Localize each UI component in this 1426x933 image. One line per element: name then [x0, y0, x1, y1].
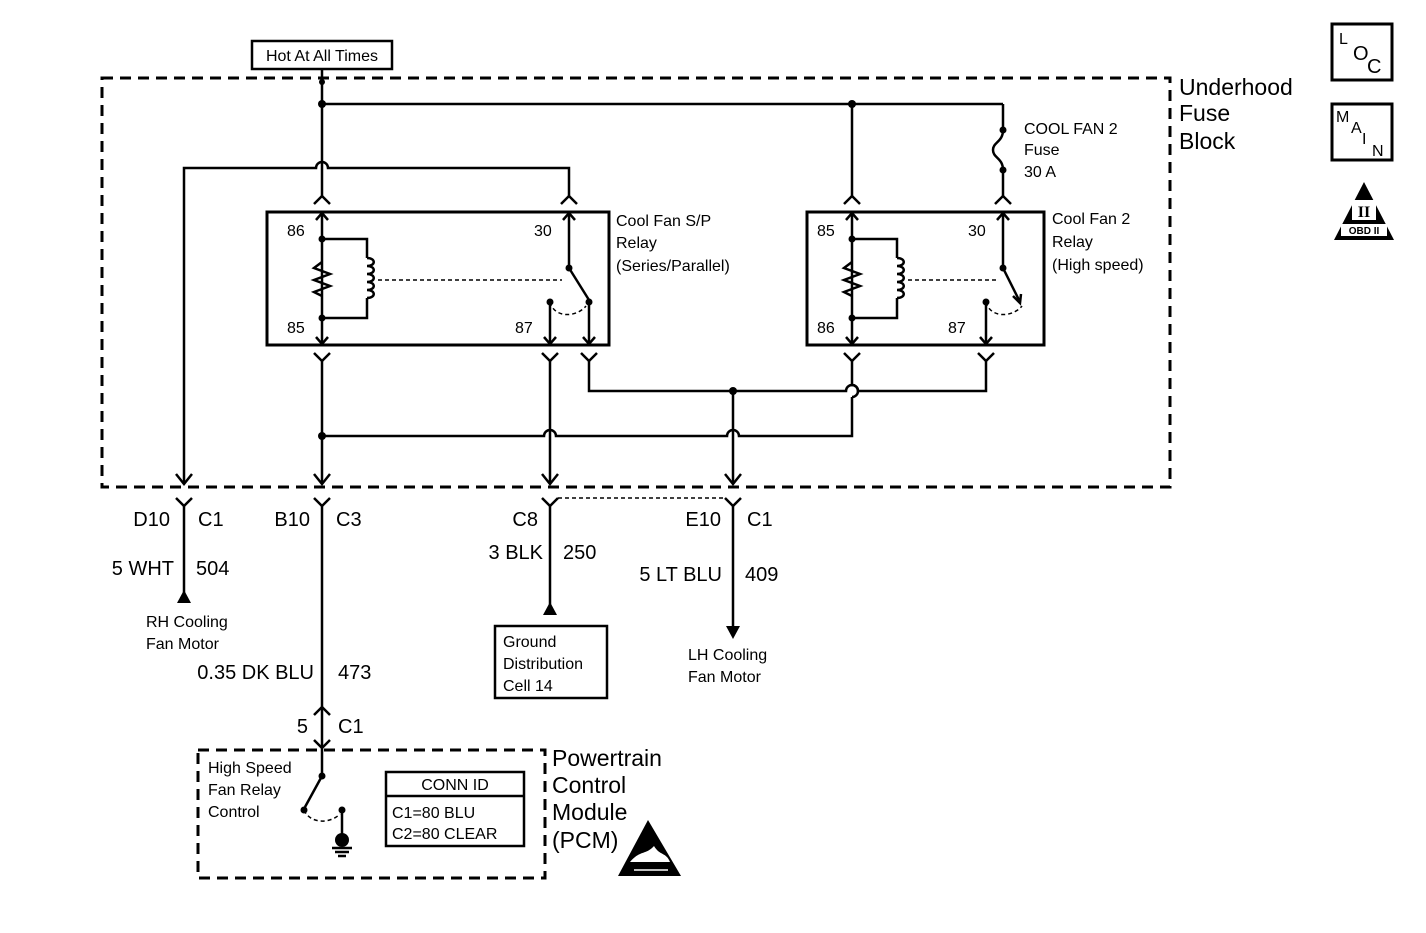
- loc-badge-icon: L O C: [1330, 22, 1394, 82]
- svg-text:OBD II: OBD II: [1349, 226, 1380, 237]
- svg-text:C1: C1: [747, 509, 773, 531]
- relay-2: 85 30 86 87 Cool Fan 2 Relay (High speed…: [805, 210, 1144, 347]
- cool-fan-2-fuse: COOL FAN 2 Fuse 30 A: [991, 121, 1118, 181]
- svg-text:30: 30: [534, 223, 552, 240]
- svg-text:85: 85: [817, 223, 835, 240]
- pcm-switch: High Speed Fan Relay Control: [208, 748, 352, 858]
- svg-text:C1: C1: [198, 509, 224, 531]
- svg-text:L: L: [1339, 31, 1348, 48]
- svg-text:Relay: Relay: [616, 235, 657, 252]
- connector-b10: B10 C3 0.35 DK BLU 473: [197, 497, 371, 707]
- svg-text:409: 409: [745, 564, 778, 586]
- svg-text:0.35 DK BLU: 0.35 DK BLU: [197, 662, 314, 684]
- svg-text:5: 5: [297, 716, 308, 738]
- svg-text:Ground: Ground: [503, 634, 556, 651]
- svg-text:C2=80 CLEAR: C2=80 CLEAR: [392, 826, 497, 843]
- svg-text:C8: C8: [512, 509, 538, 531]
- svg-text:Relay: Relay: [1052, 234, 1093, 251]
- svg-text:COOL FAN 2: COOL FAN 2: [1024, 121, 1118, 138]
- fuse-block-label: Underhood Fuse Block: [1179, 74, 1293, 154]
- svg-text:86: 86: [287, 223, 305, 240]
- svg-text:250: 250: [563, 542, 596, 564]
- rh-cooling-fan-motor: RH Cooling Fan Motor: [146, 614, 228, 653]
- supply-label: Hot At All Times: [250, 39, 394, 71]
- svg-text:5 WHT: 5 WHT: [112, 558, 174, 580]
- svg-text:Module: Module: [552, 799, 627, 825]
- svg-text:CONN ID: CONN ID: [421, 777, 489, 794]
- svg-text:Hot At All Times: Hot At All Times: [266, 48, 378, 65]
- battery-bus: [318, 69, 1005, 196]
- svg-text:87: 87: [948, 320, 966, 337]
- lower-wiring: [313, 361, 988, 487]
- wire-rh-fan-feed: [175, 160, 571, 487]
- svg-text:(PCM): (PCM): [552, 827, 618, 853]
- svg-text:Powertrain: Powertrain: [552, 745, 662, 771]
- svg-text:Fan Relay: Fan Relay: [208, 782, 281, 799]
- ground-distribution-box: Ground Distribution Cell 14: [493, 624, 609, 700]
- svg-text:Control: Control: [552, 772, 626, 798]
- svg-text:87: 87: [515, 320, 533, 337]
- svg-text:N: N: [1372, 143, 1384, 160]
- svg-text:Fan Motor: Fan Motor: [688, 669, 762, 686]
- svg-text:Cool Fan S/P: Cool Fan S/P: [616, 213, 711, 230]
- connector-d10: D10 C1 5 WHT 504: [112, 497, 229, 603]
- svg-text:Fan Motor: Fan Motor: [146, 636, 220, 653]
- svg-text:C1=80 BLU: C1=80 BLU: [392, 805, 475, 822]
- svg-text:Control: Control: [208, 804, 260, 821]
- esd-warning-icon: [618, 820, 681, 876]
- svg-text:30: 30: [968, 223, 986, 240]
- svg-text:473: 473: [338, 662, 371, 684]
- svg-text:E10: E10: [685, 509, 721, 531]
- lh-cooling-fan-motor: LH Cooling Fan Motor: [688, 647, 767, 686]
- svg-text:Fuse: Fuse: [1024, 142, 1060, 159]
- relay-sp: 86 30 85 87 Cool Fan S/P Relay (Series/P…: [265, 210, 730, 347]
- svg-text:Cell 14: Cell 14: [503, 678, 553, 695]
- svg-text:86: 86: [817, 320, 835, 337]
- svg-text:LH Cooling: LH Cooling: [688, 647, 767, 664]
- svg-text:Fuse: Fuse: [1179, 100, 1230, 126]
- relay-top-connectors: [313, 194, 1012, 205]
- obd-ii-icon: II OBD II: [1334, 182, 1394, 240]
- svg-text:Underhood: Underhood: [1179, 74, 1293, 100]
- svg-text:30 A: 30 A: [1024, 164, 1056, 181]
- svg-text:Distribution: Distribution: [503, 656, 583, 673]
- main-badge-icon: M A I N: [1330, 102, 1394, 162]
- svg-text:I: I: [1362, 131, 1366, 148]
- connector-c8: C8 3 BLK 250: [489, 497, 725, 615]
- svg-text:C: C: [1367, 56, 1381, 78]
- svg-text:Cool Fan 2: Cool Fan 2: [1052, 211, 1130, 228]
- svg-text:Block: Block: [1179, 128, 1236, 154]
- connector-e10: E10 C1 5 LT BLU 409: [639, 497, 778, 639]
- svg-text:(Series/Parallel): (Series/Parallel): [616, 258, 730, 275]
- svg-text:O: O: [1353, 43, 1369, 65]
- svg-text:C1: C1: [338, 716, 364, 738]
- relay-bottom-connectors: [313, 352, 995, 363]
- svg-text:504: 504: [196, 558, 229, 580]
- svg-text:B10: B10: [274, 509, 310, 531]
- svg-text:3 BLK: 3 BLK: [489, 542, 544, 564]
- svg-text:5 LT BLU: 5 LT BLU: [639, 564, 722, 586]
- pcm-outline: [196, 748, 547, 880]
- pcm-label: Powertrain Control Module (PCM): [552, 745, 662, 853]
- svg-text:M: M: [1336, 109, 1349, 126]
- svg-text:A: A: [1351, 120, 1362, 137]
- svg-text:C3: C3: [336, 509, 362, 531]
- svg-text:D10: D10: [133, 509, 170, 531]
- conn-id-table: CONN ID C1=80 BLU C2=80 CLEAR: [384, 770, 526, 848]
- svg-text:85: 85: [287, 320, 305, 337]
- svg-text:(High speed): (High speed): [1052, 257, 1144, 274]
- svg-text:High Speed: High Speed: [208, 760, 292, 777]
- svg-text:RH Cooling: RH Cooling: [146, 614, 228, 631]
- svg-text:II: II: [1358, 204, 1370, 221]
- connector-pcm: 5 C1: [297, 705, 364, 750]
